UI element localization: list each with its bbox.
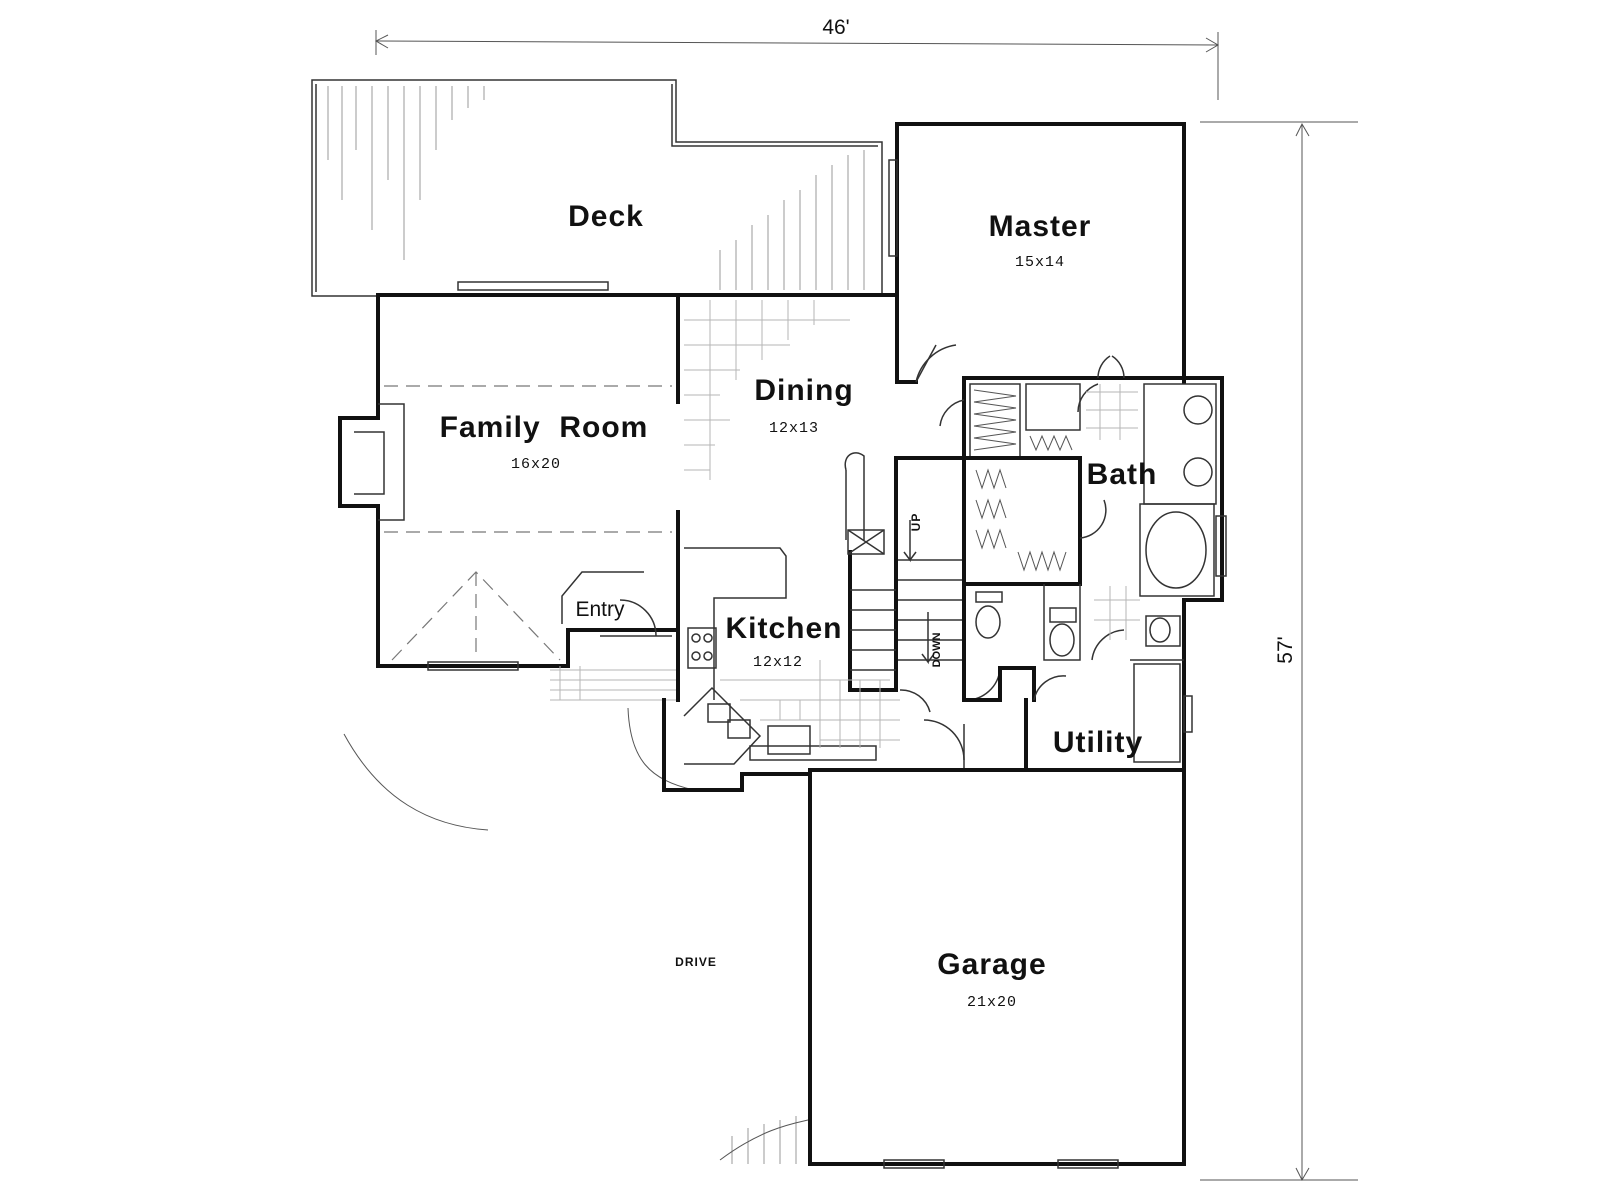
- master-label: Master: [989, 210, 1092, 243]
- family-room-label: Family Room: [440, 411, 649, 444]
- depth-dimension-label: 57': [1274, 636, 1297, 663]
- dining-floor-tile: [684, 300, 850, 480]
- main-walls: [338, 293, 899, 831]
- garage-walls: [719, 768, 1186, 1169]
- room-labels: Deck Master 15x14 Dining 12x13 Family Ro…: [440, 200, 1158, 1011]
- kitchen-walls: [662, 547, 1028, 802]
- kitchen-label: Kitchen: [725, 612, 842, 645]
- kitchen-size: 12x12: [753, 654, 803, 671]
- utility-walls: [1024, 659, 1193, 772]
- entry-label: Entry: [575, 598, 625, 621]
- master-walls: [888, 122, 1186, 384]
- stair-down-label: DOWN: [931, 633, 943, 668]
- drive-label: DRIVE: [675, 955, 717, 969]
- utility-label: Utility: [1053, 726, 1143, 759]
- stair-up-label: UP: [909, 513, 923, 532]
- master-size: 15x14: [1015, 254, 1065, 271]
- bath-walls: [1077, 355, 1227, 772]
- dining-label: Dining: [754, 374, 853, 407]
- deck-label: Deck: [568, 200, 644, 233]
- dimension-width: 46': [374, 16, 1219, 100]
- dining-size: 12x13: [769, 420, 819, 437]
- garage-label: Garage: [937, 948, 1046, 981]
- dimension-depth: 57': [1200, 121, 1358, 1182]
- core-walls: UP DOWN: [844, 344, 1186, 772]
- family-room-size: 16x20: [511, 456, 561, 473]
- garage-size: 21x20: [967, 994, 1017, 1011]
- bath-label: Bath: [1087, 458, 1158, 491]
- width-dimension-label: 46': [822, 16, 849, 39]
- deck-area: [311, 79, 883, 297]
